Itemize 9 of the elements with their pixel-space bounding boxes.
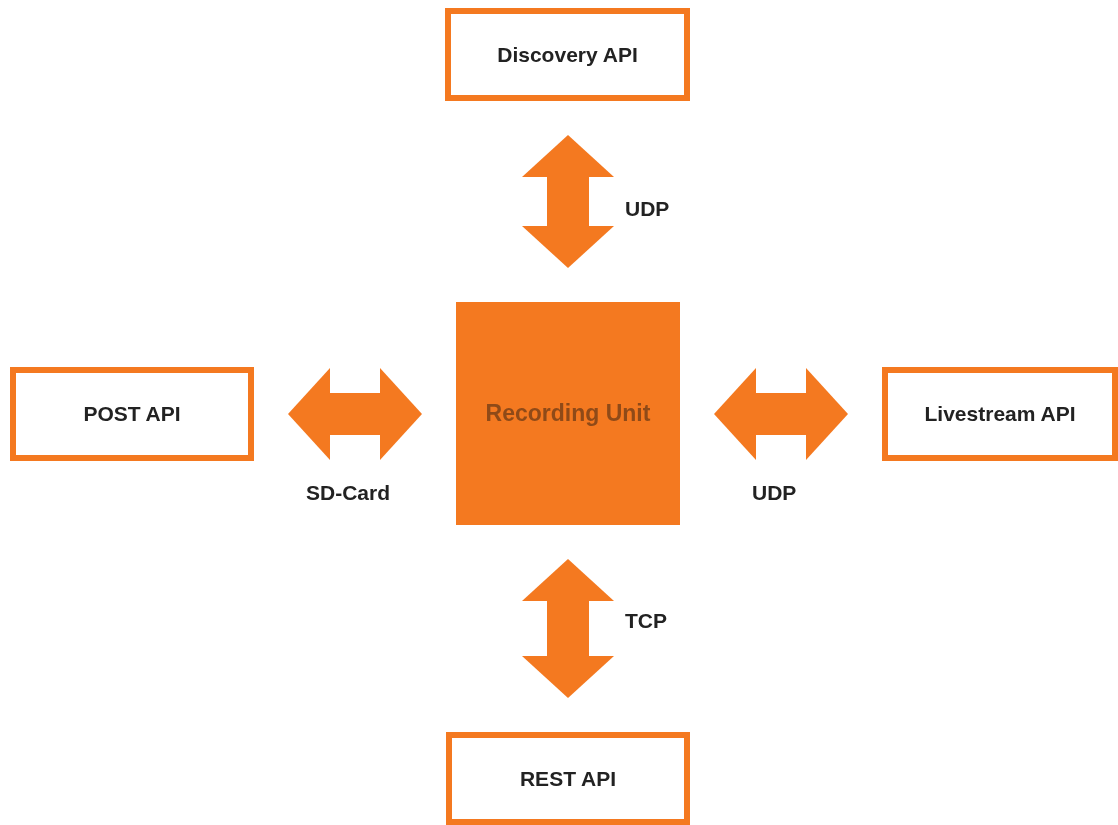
double-arrow — [714, 368, 848, 460]
api-box: Discovery API — [445, 8, 690, 101]
api-box: REST API — [446, 732, 690, 825]
unit-box: Recording Unit — [456, 302, 680, 525]
double-arrow — [522, 135, 614, 268]
double-arrow — [288, 368, 422, 460]
api-box: POST API — [10, 367, 254, 461]
double-arrow — [522, 559, 614, 698]
api-box: Livestream API — [882, 367, 1118, 461]
